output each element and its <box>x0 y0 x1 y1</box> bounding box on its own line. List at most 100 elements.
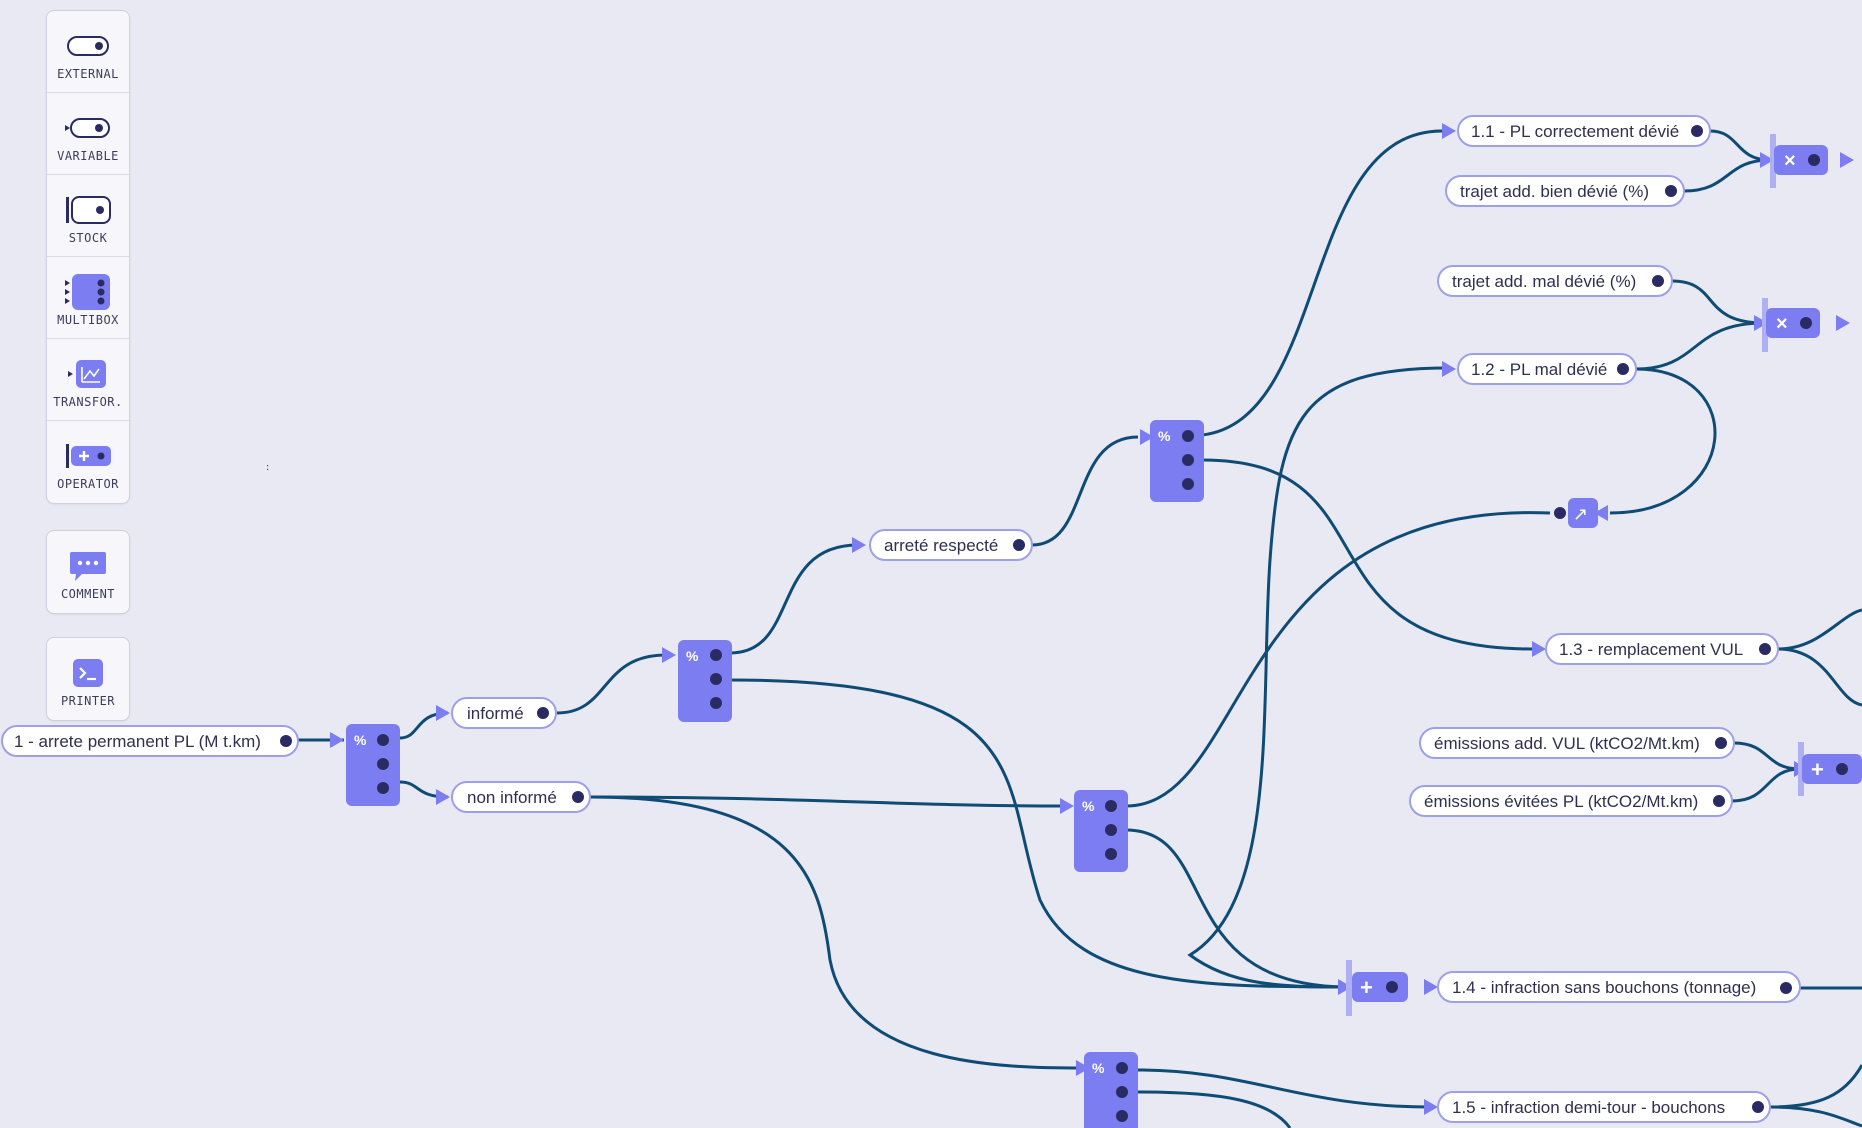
arrow-tip <box>1424 979 1438 995</box>
split-multibox-5[interactable]: % <box>1084 1052 1138 1128</box>
node-label: 1.1 - PL correctement dévié <box>1471 122 1679 141</box>
edge[interactable] <box>1733 741 1801 771</box>
percent-icon: % <box>1082 798 1095 814</box>
node-label: informé <box>467 704 524 723</box>
edge[interactable] <box>729 678 1346 989</box>
palette-label: PRINTER <box>60 694 116 708</box>
edge[interactable] <box>1731 767 1801 803</box>
node-arrete-permanent[interactable]: 1 - arrete permanent PL (M t.km) <box>1 725 299 757</box>
chart-icon <box>67 357 109 391</box>
node-informe[interactable]: informé <box>451 697 557 729</box>
split-multibox-1[interactable]: % <box>346 724 400 806</box>
node-non-informe[interactable]: non informé <box>451 781 591 813</box>
palette-variable[interactable]: VARIABLE <box>47 93 129 175</box>
edge[interactable] <box>1683 158 1771 193</box>
multiply-operator-2[interactable]: × <box>1762 298 1850 352</box>
arrow-tip <box>1760 152 1774 168</box>
arrow-tip <box>1442 123 1456 139</box>
node-label: émissions évitées PL (ktCO2/Mt.km) <box>1424 792 1698 811</box>
node-label: 1.4 - infraction sans bouchons (tonnage) <box>1452 978 1756 997</box>
toggle-icon <box>66 29 110 63</box>
arrow-tip <box>1060 798 1074 814</box>
edge[interactable] <box>1187 366 1449 989</box>
split-multibox-3[interactable]: % <box>1150 420 1204 502</box>
multiply-icon: × <box>1784 150 1796 172</box>
edge[interactable] <box>1137 1068 1431 1109</box>
variable-icon <box>64 111 112 145</box>
edge[interactable] <box>1201 458 1533 651</box>
palette-label: MULTIBOX <box>57 313 119 327</box>
terminal-icon <box>70 656 106 690</box>
palette-multibox[interactable]: MULTIBOX <box>47 257 129 339</box>
edge[interactable] <box>1635 321 1765 371</box>
node-trajet-mal-devie[interactable]: trajet add. mal dévié (%) <box>1437 265 1673 297</box>
palette-printer[interactable]: PRINTER <box>47 638 129 720</box>
arrow-tip <box>1754 315 1768 331</box>
palette-comment[interactable]: COMMENT <box>47 531 129 613</box>
arrow-tip <box>1076 1060 1090 1076</box>
node-emissions-pl[interactable]: émissions évitées PL (ktCO2/Mt.km) <box>1409 785 1733 817</box>
arrow-tip <box>1424 1099 1438 1115</box>
node-label: trajet add. bien dévié (%) <box>1460 182 1649 201</box>
multiply-icon: × <box>1776 313 1788 335</box>
multiply-operator-1[interactable]: × <box>1770 134 1854 188</box>
edge[interactable] <box>589 795 1083 1070</box>
plus-icon: + <box>1811 757 1824 782</box>
edge[interactable] <box>1031 435 1139 547</box>
percent-icon: % <box>354 732 367 748</box>
node-label: trajet add. mal dévié (%) <box>1452 272 1636 291</box>
edge[interactable] <box>1125 828 1346 989</box>
edge[interactable] <box>589 795 1067 808</box>
node-remplacement-vul[interactable]: 1.3 - remplacement VUL <box>1545 633 1779 665</box>
edge[interactable] <box>1201 129 1443 437</box>
edge[interactable] <box>556 653 667 715</box>
arrow-tip <box>436 789 450 805</box>
node-label: arreté respecté <box>884 536 998 555</box>
transform-operator[interactable]: ↗ <box>1554 498 1598 528</box>
edge[interactable] <box>1125 511 1551 808</box>
palette-stock[interactable]: STOCK <box>47 175 129 257</box>
palette-label: STOCK <box>68 231 108 245</box>
multibox-icon <box>64 274 112 310</box>
node-infraction-sans-bouchons[interactable]: 1.4 - infraction sans bouchons (tonnage) <box>1437 971 1801 1003</box>
printer-palette: PRINTER <box>46 637 130 721</box>
edge[interactable] <box>1769 1064 1862 1109</box>
stock-icon <box>64 193 112 227</box>
split-multibox-4[interactable]: % <box>1074 790 1128 872</box>
edge[interactable] <box>729 543 859 655</box>
arrow-tip <box>1338 979 1352 995</box>
edge[interactable] <box>1769 1105 1862 1128</box>
node-infraction-demi-tour[interactable]: 1.5 - infraction demi-tour - bouchons <box>1437 1091 1771 1123</box>
edge[interactable] <box>1777 608 1862 651</box>
comment-palette: COMMENT <box>46 530 130 614</box>
cursor-mark: : <box>266 462 269 473</box>
node-arrete-respecte[interactable]: arreté respecté <box>869 529 1033 561</box>
edge[interactable] <box>1137 1090 1292 1128</box>
node-label: non informé <box>467 788 557 807</box>
palette-external[interactable]: EXTERNAL <box>47 11 129 93</box>
split-multibox-2[interactable]: % <box>678 640 732 722</box>
arrow-tip <box>1140 429 1154 445</box>
palette-operator[interactable]: OPERATOR <box>47 421 129 503</box>
add-operator-2[interactable]: + <box>1346 960 1408 1016</box>
edge[interactable] <box>1777 647 1862 707</box>
node-label: 1 - arrete permanent PL (M t.km) <box>14 732 261 751</box>
add-operator-1[interactable]: + <box>1798 742 1862 796</box>
palette-transform[interactable]: TRANSFOR. <box>47 339 129 421</box>
edge[interactable] <box>1609 367 1717 515</box>
node-pl-correctement-devie[interactable]: 1.1 - PL correctement dévié <box>1457 115 1711 147</box>
edge[interactable] <box>1671 279 1765 325</box>
arrow-tip <box>1594 505 1608 521</box>
arrow-tip <box>436 705 450 721</box>
node-emissions-vul[interactable]: émissions add. VUL (ktCO2/Mt.km) <box>1419 727 1735 759</box>
transform-icon: ↗ <box>1573 504 1588 525</box>
palette-label: OPERATOR <box>57 477 119 491</box>
percent-icon: % <box>1092 1060 1105 1076</box>
node-pl-mal-devie[interactable]: 1.2 - PL mal dévié <box>1457 353 1637 385</box>
percent-icon: % <box>686 648 699 664</box>
node-label: 1.5 - infraction demi-tour - bouchons <box>1452 1098 1725 1117</box>
node-palette: EXTERNAL VARIABLE STOCK MULTIBOX TRANSFO… <box>46 10 130 504</box>
node-label: 1.2 - PL mal dévié <box>1471 360 1607 379</box>
node-trajet-bien-devie[interactable]: trajet add. bien dévié (%) <box>1445 175 1685 207</box>
arrow-tip <box>330 732 344 748</box>
